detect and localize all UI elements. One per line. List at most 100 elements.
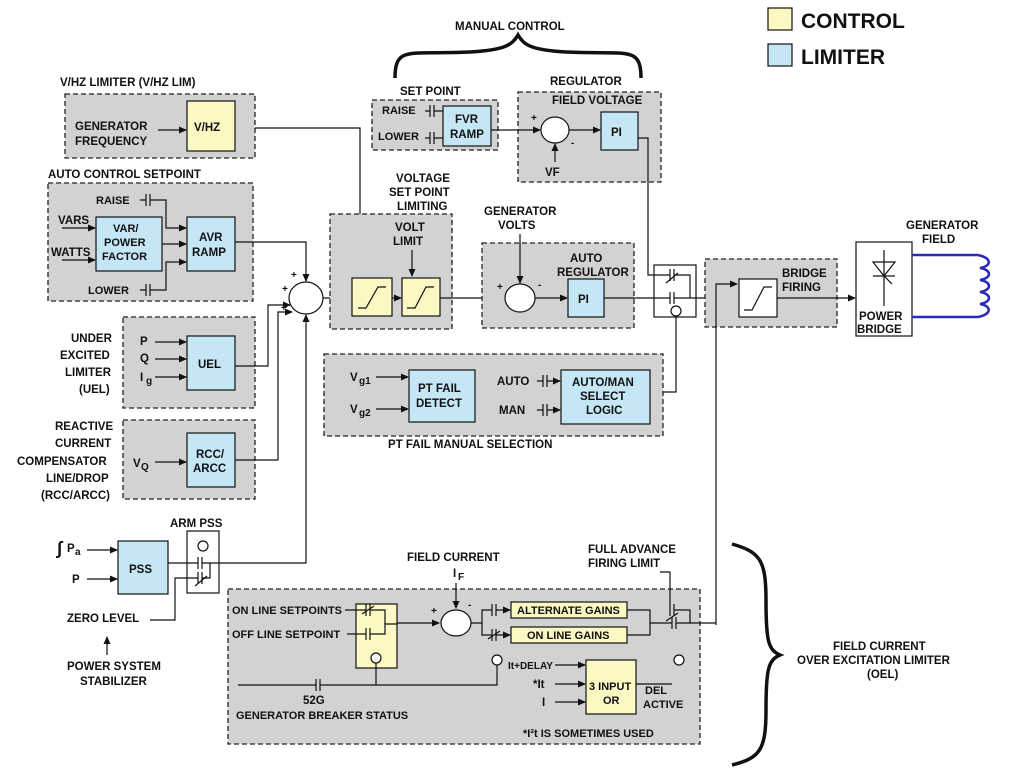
or-block-1: 3 INPUT [589, 681, 631, 693]
uel-block [186, 335, 236, 391]
pss-integral: ∫ [56, 538, 64, 558]
uel-input-q: Q [140, 353, 149, 365]
manual-control-label: MANUAL CONTROL [455, 21, 565, 33]
wire [235, 241, 310, 282]
nc-slash-icon [361, 605, 375, 615]
regulator-title: REGULATOR [550, 76, 622, 88]
vhz-input-frequency: FREQUENCY [75, 136, 148, 148]
full-advance-contact-icon [660, 571, 716, 624]
ramp-label: RAMP [450, 129, 484, 141]
pt-vg1: V [350, 372, 358, 384]
or-block [585, 659, 637, 715]
pss-group: ARM PSS ∫ P a P PSS ZERO LEVEL POWER SYS… [56, 315, 306, 688]
oel-label-2: OVER EXCITATION LIMITER [797, 655, 951, 667]
legend: CONTROL LIMITER [767, 7, 905, 69]
bridge-firing-2: FIRING [782, 282, 821, 294]
i-label: I [542, 697, 545, 709]
zero-level-label: ZERO LEVEL [67, 613, 139, 625]
limiter-curve-icon [744, 286, 772, 311]
auto-reg-pi-label: PI [578, 294, 589, 306]
uel-label-2: EXCITED [60, 350, 110, 362]
bridge-firing-1: BRIDGE [782, 268, 827, 280]
uel-label-1: UNDER [71, 333, 113, 345]
online-gains-label: ON LINE GAINS [527, 630, 610, 642]
gen-field-1: GENERATOR [906, 220, 979, 232]
auto-regulator-group-box [481, 242, 635, 329]
vsp-title-1: VOLTAGE [396, 173, 450, 185]
rcc-label-2: CURRENT [55, 438, 111, 450]
online-setpoint-contact-icon [345, 604, 386, 624]
auto-raise-contact-icon [140, 194, 186, 228]
thyristor-gate-icon [883, 275, 893, 285]
uel-input-p: P [140, 336, 148, 348]
avr-ramp-label: RAMP [192, 247, 226, 259]
pss-pa: P [67, 543, 75, 555]
vsp-title-2: SET POINT [389, 187, 450, 199]
offline-setpoint-contact-icon [347, 623, 397, 640]
var-pf-line3: FACTOR [102, 251, 147, 263]
setpoint-coil-icon [370, 652, 382, 664]
auto-reg-summing-junction [504, 283, 536, 313]
auto-watts: WATTS [51, 247, 91, 259]
avr-ramp-block [186, 216, 236, 272]
gen-field-2: FIELD [922, 234, 955, 246]
avr-label: AVR [199, 232, 223, 244]
volt-limit-2: LIMIT [393, 236, 423, 248]
52g-label: 52G [303, 695, 325, 707]
oel-footnote: *I²t IS SOMETIMES USED [523, 728, 654, 740]
52g-contact-icon [238, 679, 376, 691]
set-point-title: SET POINT [400, 86, 461, 98]
regulator-summing-junction [540, 116, 570, 144]
nc-slash-icon [665, 612, 679, 622]
var-pf-block [95, 216, 163, 272]
breaker-status-label: GENERATOR BREAKER STATUS [236, 710, 408, 722]
output-contact-icon [627, 609, 690, 629]
full-advance-1: FULL ADVANCE [588, 544, 676, 556]
manual-path-contact-icon [638, 137, 691, 298]
auto-raise: RAISE [96, 195, 130, 207]
pt-fail-detect-block [408, 369, 476, 423]
uel-input-ig: I [140, 372, 143, 384]
rcc-label-3: COMPENSATOR [17, 456, 107, 468]
pss-pa-sub: a [75, 547, 81, 558]
auto-lower: LOWER [88, 285, 129, 297]
oel-if: I [453, 568, 456, 580]
regulator-minus: - [571, 138, 574, 149]
set-point-group: SET POINT RAISE LOWER FVR RAMP [371, 86, 499, 151]
regulator-plus: + [531, 113, 537, 124]
pss-label-2: STABILIZER [80, 676, 148, 688]
var-pf-line1: VAR/ [113, 223, 138, 235]
pss-block-label: PSS [129, 564, 152, 576]
auto-setpoint-title: AUTO CONTROL SETPOINT [48, 169, 201, 181]
field-voltage-regulator-group: REGULATOR FIELD VOLTAGE + - VF PI [491, 76, 662, 183]
online-gains-contact-icon [481, 623, 510, 641]
pt-fail-detect-1: PT FAIL [418, 383, 461, 395]
auto-man-3: LOGIC [586, 405, 622, 417]
regulator-pi-block [600, 111, 639, 151]
oel-if-sub: F [458, 572, 464, 583]
gen-volts-1: GENERATOR [484, 206, 557, 218]
field-coil-icon [977, 253, 991, 319]
wire [715, 280, 738, 625]
sum-sign-2: + [282, 284, 288, 295]
auto-control-setpoint-group: AUTO CONTROL SETPOINT RAISE VARS WATTS V… [47, 169, 254, 302]
rcc-label-1: REACTIVE [55, 421, 113, 433]
gen-volts-2: VOLTS [498, 220, 536, 232]
auto-lower-contact-icon [140, 262, 186, 296]
offline-setpoint: OFF LINE SETPOINT [232, 629, 340, 641]
nc-slash-icon [194, 575, 208, 587]
auto-man-2: SELECT [580, 391, 625, 403]
nc-slash-icon [487, 630, 501, 640]
uel-label-4: (UEL) [79, 384, 110, 396]
wire [235, 308, 293, 461]
oel-field-current: FIELD CURRENT [407, 552, 500, 564]
fvr-label: FVR [455, 114, 479, 126]
it-delay-label: It+DELAY [508, 661, 553, 672]
regulator-subtitle: FIELD VOLTAGE [552, 95, 643, 107]
arm-pss-coil-icon [197, 540, 209, 552]
auto-reg-title-2: REGULATOR [557, 267, 629, 279]
wire [627, 623, 651, 636]
rcc-input-vq-sub: Q [141, 462, 149, 473]
oel-plus: + [431, 606, 437, 617]
rcc-group: REACTIVE CURRENT COMPENSATOR LINE/DROP (… [17, 419, 256, 502]
